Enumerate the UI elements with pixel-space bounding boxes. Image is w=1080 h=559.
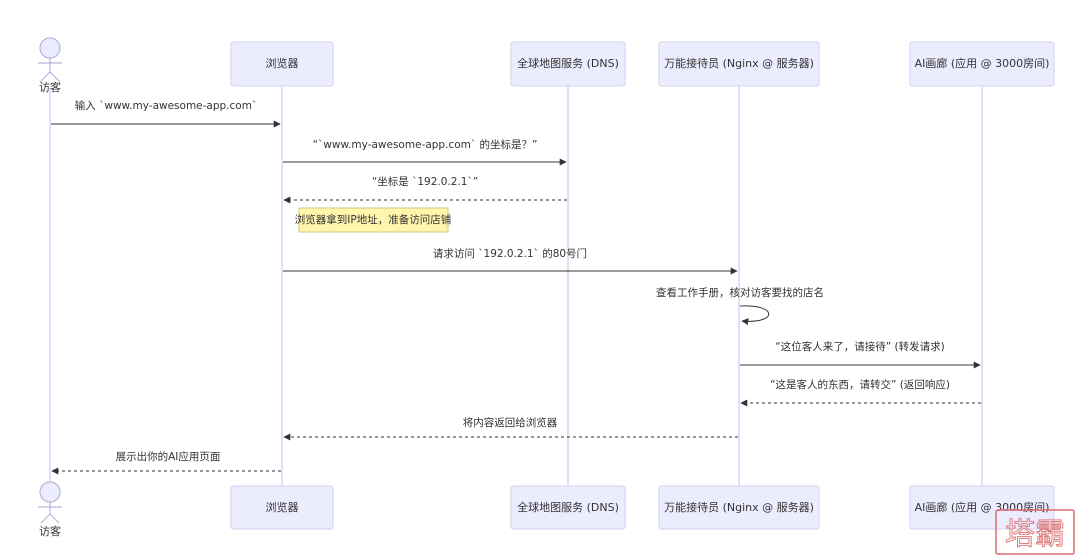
note-browser: 浏览器拿到IP地址，准备访问店铺 <box>295 207 451 233</box>
participant-dns-top: 全球地图服务 (DNS) <box>510 41 626 87</box>
message-7-label: “这是客人的东西，请转交” (返回响应) <box>770 378 950 391</box>
participant-dns-top-label: 全球地图服务 (DNS) <box>517 56 619 70</box>
message-2-label: “`www.my-awesome-app.com` 的坐标是？” <box>313 138 538 151</box>
message-5-arrow <box>739 305 770 326</box>
message-5-label: 查看工作手册，核对访客要找的店名 <box>656 286 824 299</box>
message-6-label: “这位客人来了，请接待” (转发请求) <box>775 340 944 353</box>
participant-dns-bottom-label: 全球地图服务 (DNS) <box>517 500 619 514</box>
actor-head-icon <box>39 37 61 59</box>
participant-app-bottom-label: AI画廊 (应用 @ 3000房间) <box>915 500 1050 514</box>
participant-browser-bottom: 浏览器 <box>230 485 334 530</box>
message-9-label: 展示出你的AI应用页面 <box>116 450 221 463</box>
participant-dns-bottom: 全球地图服务 (DNS) <box>510 485 626 530</box>
participant-nginx-bottom-label: 万能接待员 (Nginx @ 服务器) <box>664 500 814 514</box>
message-8-label: 将内容返回给浏览器 <box>463 416 558 429</box>
note-text: 浏览器拿到IP地址，准备访问店铺 <box>295 213 451 226</box>
participant-app-top: AI画廊 (应用 @ 3000房间) <box>909 41 1055 87</box>
participant-browser-bottom-label: 浏览器 <box>266 500 299 514</box>
participant-app-top-label: AI画廊 (应用 @ 3000房间) <box>915 56 1050 70</box>
message-4-label: 请求访问 `192.0.2.1` 的80号门 <box>433 247 587 260</box>
participant-nginx-bottom: 万能接待员 (Nginx @ 服务器) <box>658 485 820 530</box>
participant-visitor-top-label: 访客 <box>39 80 61 94</box>
message-3-label: “坐标是 `192.0.2.1`” <box>372 176 478 188</box>
participant-visitor-bottom-label: 访客 <box>39 524 61 538</box>
participant-nginx-top: 万能接待员 (Nginx @ 服务器) <box>658 41 820 87</box>
watermark-text: 塔霸 <box>1005 517 1065 552</box>
actor-head-icon <box>39 481 61 503</box>
message-1-label: 输入 `www.my-awesome-app.com` <box>75 99 257 112</box>
participant-browser-top: 浏览器 <box>230 41 334 87</box>
participant-browser-top-label: 浏览器 <box>266 56 299 70</box>
visitor-actor-top: 访客 <box>38 37 62 94</box>
visitor-actor-bottom: 访客 <box>38 481 62 538</box>
watermark-stamp: 塔霸 <box>995 509 1075 555</box>
participant-nginx-top-label: 万能接待员 (Nginx @ 服务器) <box>664 56 814 70</box>
